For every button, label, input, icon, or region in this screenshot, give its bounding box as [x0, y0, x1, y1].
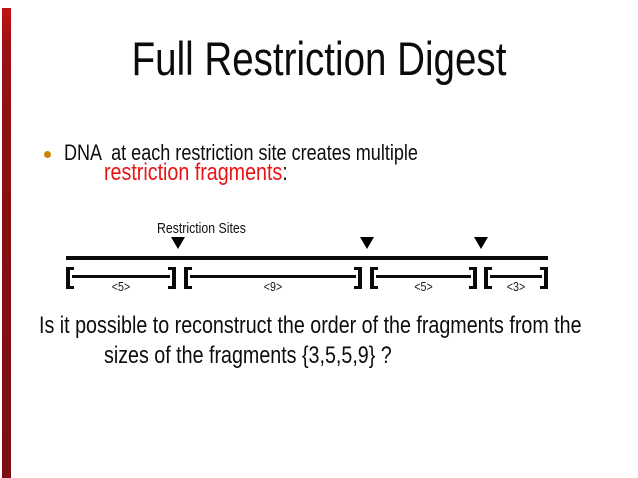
- bullet-text-line2: restriction fragments:: [104, 160, 288, 186]
- fragment-line: [376, 275, 471, 278]
- question-text-line1: Is it possible to reconstruct the order …: [39, 312, 582, 339]
- left-bracket-icon: [66, 267, 74, 289]
- red-emphasis-text: restriction fragments: [104, 159, 283, 186]
- fragment-segment: <5>: [370, 267, 477, 294]
- bullet-text-line1: DNA at each restriction site creates mul…: [64, 140, 418, 165]
- right-bracket-icon: [540, 267, 548, 289]
- right-bracket-icon: [168, 267, 176, 289]
- right-bracket-icon: [354, 267, 362, 289]
- fragment-size-label: <5>: [111, 279, 131, 294]
- fragment-segment: <3>: [484, 267, 548, 294]
- slide-title: Full Restriction Digest: [131, 32, 507, 85]
- bullet-icon: [44, 151, 51, 158]
- left-bracket-icon: [184, 267, 192, 289]
- dna-strand-line: [66, 256, 548, 260]
- fragment-size-label: <5>: [414, 279, 433, 294]
- left-accent-bar: [2, 8, 11, 478]
- colon-text: :: [282, 159, 288, 186]
- question-text-line2: sizes of the fragments {3,5,5,9} ?: [104, 342, 392, 369]
- triangle-down-icon: [474, 237, 488, 249]
- right-bracket-icon: [469, 267, 477, 289]
- fragment-line: [490, 275, 542, 278]
- triangle-down-icon: [360, 237, 374, 249]
- fragment-segment: <9>: [184, 267, 362, 294]
- restriction-sites-label: Restriction Sites: [157, 220, 246, 237]
- triangle-down-icon: [171, 237, 185, 249]
- fragment-line: [190, 275, 356, 278]
- left-bracket-icon: [484, 267, 492, 289]
- fragment-segment: <5>: [66, 267, 176, 294]
- fragment-size-label: <3>: [506, 279, 526, 294]
- fragment-line: [72, 275, 170, 278]
- left-bracket-icon: [370, 267, 378, 289]
- fragment-size-label: <9>: [263, 279, 283, 294]
- restriction-digest-diagram: Restriction Sites <5> <9> <5> <: [0, 210, 638, 310]
